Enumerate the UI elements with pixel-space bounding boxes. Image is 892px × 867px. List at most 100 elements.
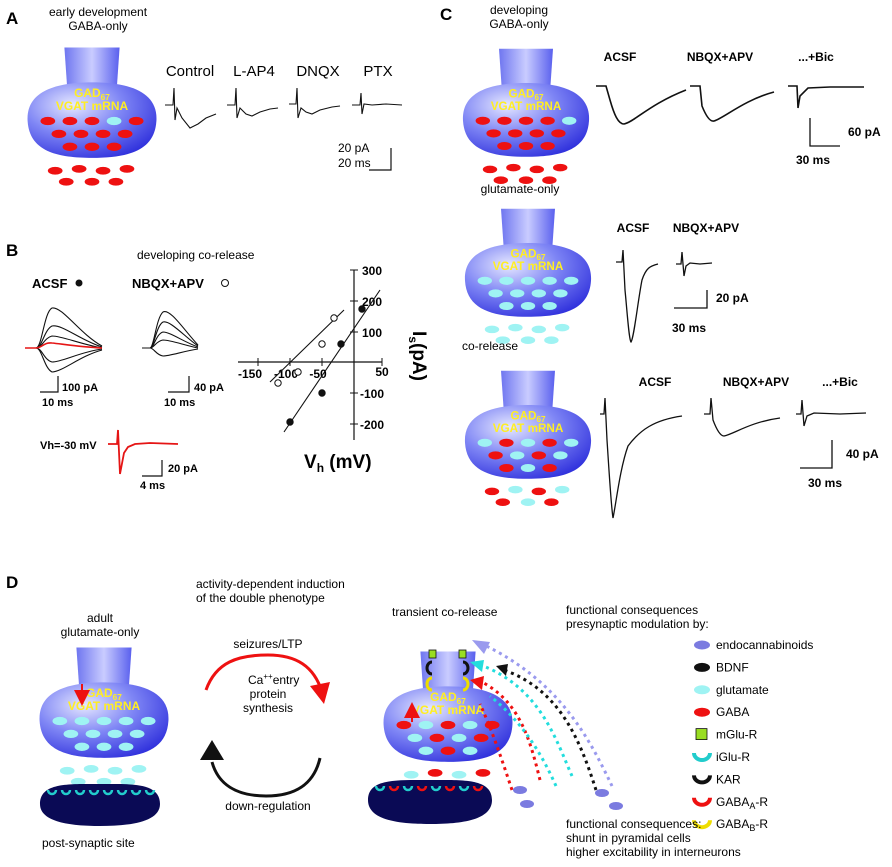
released-vesicle — [544, 498, 559, 506]
postsynaptic-receptor — [472, 785, 484, 792]
vesicle — [529, 129, 544, 138]
postsynaptic-receptor — [88, 789, 100, 796]
kar-receptor-left — [425, 660, 433, 676]
released-vesicle — [131, 765, 147, 773]
vesicle — [62, 142, 78, 151]
iv-point-acsf — [318, 389, 326, 397]
feedback-arrow-glutamate — [477, 662, 574, 777]
traces-a — [165, 87, 403, 129]
cond-c3-acsf: ACSF — [639, 375, 672, 389]
postsynaptic-receptor — [430, 785, 442, 792]
scale-a-amp: 20 pA — [338, 141, 369, 155]
mglu-receptor-left — [428, 649, 437, 659]
gad67-label: GAD67 — [511, 247, 546, 262]
vesicle — [106, 116, 122, 126]
iv-point-acsf — [358, 305, 366, 313]
vesicle — [542, 463, 557, 473]
vesicle — [540, 141, 555, 151]
legend-swatch — [692, 775, 712, 785]
released-vesicle — [555, 485, 570, 494]
cond-a-control: Control — [166, 63, 214, 80]
iv-ytick-300: 300 — [362, 264, 382, 278]
vesicle — [84, 142, 100, 151]
released-vesicles-d — [513, 786, 623, 810]
vesicle — [40, 116, 56, 126]
legend-swatch — [692, 819, 712, 830]
vesicle — [96, 742, 112, 751]
panel-c-row2-title: glutamate-only — [481, 182, 560, 196]
iv-point-nbqx — [294, 368, 302, 376]
panel-letter-c: C — [440, 5, 452, 24]
mglu-receptor-right — [458, 649, 467, 659]
released-vesicle — [59, 766, 75, 775]
legend-swatch — [692, 797, 712, 807]
vesicle — [497, 116, 512, 125]
vesicle — [477, 276, 492, 285]
postsynaptic-receptor — [102, 789, 114, 796]
released-vesicle — [508, 323, 523, 332]
vesicle — [542, 276, 557, 285]
gabab-receptor-left — [425, 676, 433, 692]
d-induction-line1: activity-dependent induction — [196, 577, 345, 591]
scale-b1-amp: 100 pA — [62, 382, 98, 394]
released-vesicle — [451, 770, 467, 779]
released-vesicle — [84, 177, 100, 186]
postsynaptic-receptor — [116, 789, 128, 796]
scale-b1-time: 10 ms — [42, 397, 73, 409]
arrow-induction — [204, 653, 324, 693]
gad67-label: GAD67 — [511, 409, 546, 424]
iv-y-label: Is(pA) — [406, 331, 429, 381]
released-vesicle — [482, 165, 498, 174]
panel-a-title-line2: GABA-only — [68, 19, 127, 33]
iv-xtick-100: -100 — [274, 367, 298, 381]
postsynaptic-receptor — [458, 785, 470, 792]
panel-d: D activity-dependent induction of the do… — [6, 573, 813, 859]
panel-letter-b: B — [6, 241, 18, 260]
iv-point-nbqx — [318, 340, 326, 348]
released-vesicle — [555, 323, 570, 332]
vesicle — [74, 716, 90, 726]
traces-c2 — [616, 249, 713, 343]
released-vesicle — [520, 336, 536, 344]
scalebar-b2 — [168, 376, 190, 393]
vesicle — [418, 720, 434, 730]
vesicle — [508, 129, 523, 138]
panel-letter-d: D — [6, 573, 18, 592]
vesicle — [564, 438, 579, 447]
legend-item: GABAB-R — [692, 817, 768, 833]
cond-c1-bic: ...+Bic — [798, 50, 834, 64]
gad67-label: GAD67 — [430, 690, 466, 706]
vesicle — [451, 733, 467, 743]
legend-swatch — [694, 685, 710, 695]
cond-c1-acsf: ACSF — [604, 50, 637, 64]
vesicle — [51, 129, 67, 139]
released-vesicle — [544, 336, 559, 344]
vgat-mrna-label: VGAT mRNA — [491, 100, 562, 113]
cond-a-dnqx: DNQX — [296, 63, 339, 80]
vesicle — [129, 729, 145, 739]
postsynaptic-receptor — [74, 789, 86, 796]
vgat-mrna-label: VGAT mRNA — [68, 699, 141, 713]
vesicle — [499, 438, 514, 447]
vesicle — [499, 301, 514, 311]
feedback-arrows — [477, 641, 614, 791]
legend-label: mGlu-R — [716, 728, 758, 742]
vesicle — [562, 116, 577, 125]
released-vesicle — [58, 177, 74, 186]
kar-receptor-right — [462, 660, 470, 676]
d-func-top-line1: functional consequences — [566, 603, 698, 617]
legend-label: glutamate — [716, 683, 769, 697]
vesicle — [477, 438, 492, 447]
iv-plot: -150 -100 -50 50 300 200 100 -100 -200 I… — [238, 264, 429, 475]
vesicle — [418, 746, 434, 755]
postsynaptic-receptor — [130, 789, 142, 796]
cond-c2-acsf: ACSF — [617, 221, 650, 235]
vesicle — [488, 451, 503, 460]
scale-b2-amp: 40 pA — [194, 382, 224, 394]
traces-b-nbqx — [142, 311, 199, 357]
traces-b-acsf — [25, 307, 103, 373]
vesicle — [118, 742, 134, 751]
legend-item: BDNF — [694, 660, 749, 674]
